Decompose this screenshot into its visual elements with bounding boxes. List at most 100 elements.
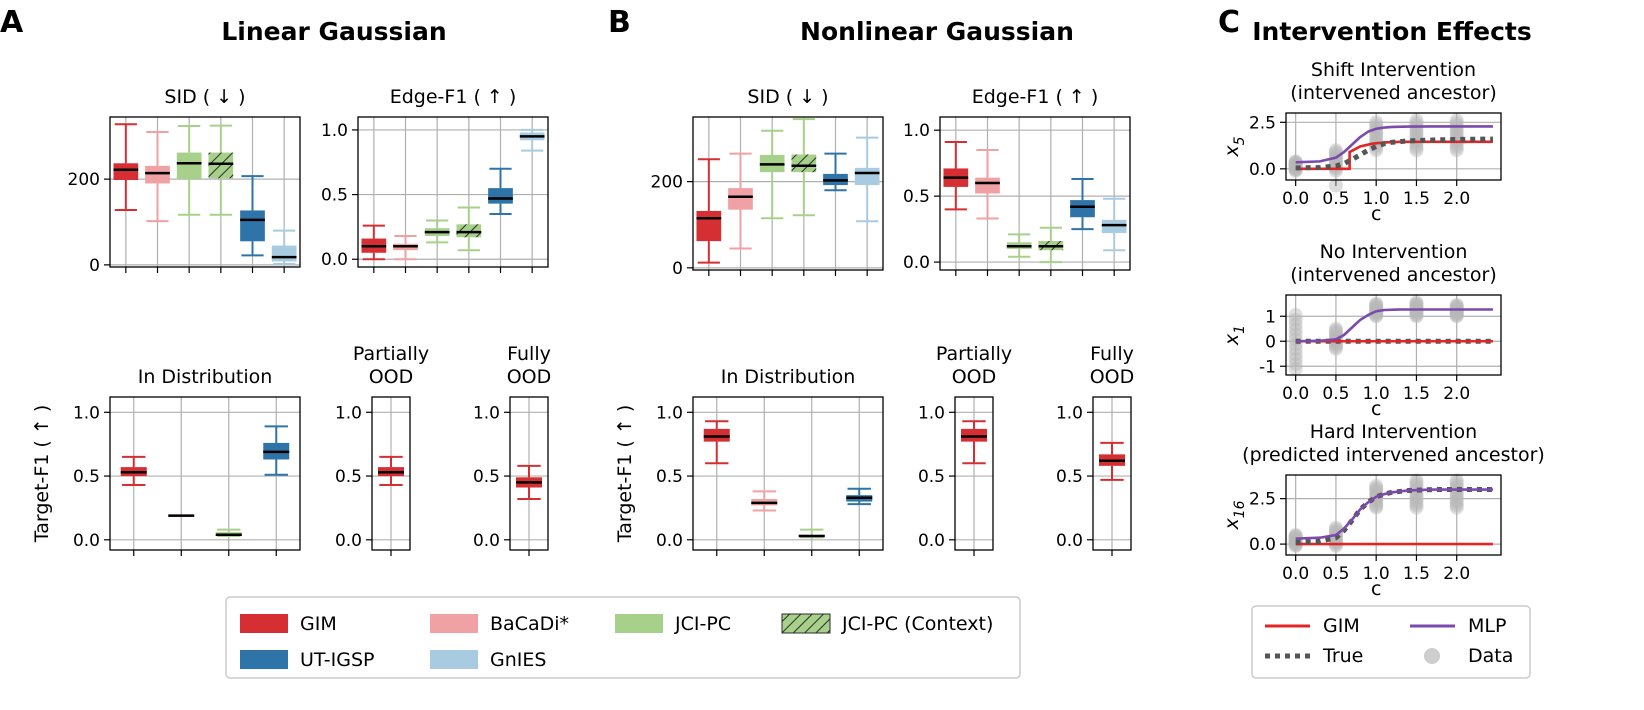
y-tick-label: 2.5 xyxy=(1249,113,1276,133)
y-tick-label: 1.0 xyxy=(473,403,500,423)
data-point xyxy=(1328,178,1343,193)
iqr-box xyxy=(176,152,202,180)
legend-label-gim: GIM xyxy=(300,613,337,635)
box-gim xyxy=(943,141,969,211)
y-tick-label: 1 xyxy=(1265,307,1276,327)
x-axis-label: c xyxy=(1371,578,1381,600)
iqr-box xyxy=(854,167,880,186)
y-axis-label-subscript: 1 xyxy=(1232,325,1248,334)
data-point xyxy=(1288,327,1303,342)
box-jci-pc xyxy=(424,219,450,244)
x-tick-label: 2.0 xyxy=(1443,384,1470,404)
iqr-box xyxy=(728,188,753,210)
data-point xyxy=(1369,498,1384,513)
axes-frame xyxy=(1285,294,1502,376)
data-point xyxy=(1409,121,1424,136)
data-point xyxy=(1409,304,1424,319)
axes-frame xyxy=(109,116,301,268)
y-tick-label: 0.0 xyxy=(1249,535,1276,555)
data-point xyxy=(1449,498,1464,513)
plot-title: Edge-F1 ( ↑ ) xyxy=(972,86,1099,108)
axes-frame xyxy=(1092,396,1132,551)
plot-title: Shift Intervention xyxy=(1311,59,1476,81)
iqr-box xyxy=(488,188,513,204)
box-gim xyxy=(1099,441,1125,481)
plot-title: OOD xyxy=(952,366,997,388)
y-tick-label: 0.5 xyxy=(335,467,362,487)
data-point xyxy=(1409,143,1424,158)
data-point xyxy=(1449,495,1464,510)
box-jci-pc-context xyxy=(456,206,482,252)
box-ut-igsp xyxy=(240,175,265,257)
box-ut-igsp xyxy=(823,152,848,192)
axes-frame xyxy=(692,116,884,271)
data-point xyxy=(1328,323,1343,338)
box-bacadi xyxy=(975,148,1000,220)
y-tick-label: 1.0 xyxy=(656,403,683,423)
box-bacadi xyxy=(168,514,195,518)
plot-title: In Distribution xyxy=(721,366,856,388)
data-point xyxy=(1409,300,1424,315)
box-gnies xyxy=(519,128,545,152)
plot-title: (intervened ancestor) xyxy=(1290,82,1496,104)
plot-title: Partially xyxy=(353,343,429,365)
y-axis-label-subscript: 5 xyxy=(1232,136,1248,145)
box-jci-pc xyxy=(176,125,202,216)
data-point xyxy=(1369,115,1384,130)
legend-effect-label-data: Data xyxy=(1468,645,1513,667)
plot-a-f1: Edge-F1 ( ↑ )0.00.51.0 xyxy=(321,86,549,273)
effects-legend: GIM MLP True Data xyxy=(1251,605,1531,679)
box-ut-igsp xyxy=(488,167,513,215)
box-gim xyxy=(113,123,139,211)
panel-letter-a: A xyxy=(0,5,24,40)
data-point xyxy=(1409,126,1424,141)
data-point xyxy=(1328,538,1343,553)
data-point xyxy=(1449,500,1464,515)
iqr-box xyxy=(1070,200,1095,218)
legend-label-gnies: GnIES xyxy=(490,649,546,671)
plot-title: Hard Intervention xyxy=(1310,421,1477,443)
data-point xyxy=(1288,308,1303,322)
x-tick-label: 1.0 xyxy=(1363,564,1390,584)
plot-title: Edge-F1 ( ↑ ) xyxy=(390,86,517,108)
legend-label-jcipc: JCI-PC xyxy=(674,613,731,635)
axes-frame xyxy=(1285,112,1502,181)
box-jci-pc-context xyxy=(1038,226,1064,264)
iqr-box xyxy=(975,177,1000,194)
data-point xyxy=(1369,297,1384,312)
box-gnies xyxy=(1101,197,1127,252)
data-point xyxy=(1369,480,1384,495)
y-axis-label-subscript: 16 xyxy=(1232,500,1248,518)
legend-swatch-gnies xyxy=(430,650,478,669)
section-title-b: Nonlinear Gaussian xyxy=(800,17,1074,46)
x-tick-label: 1.5 xyxy=(1403,384,1430,404)
legend-effect-label-true: True xyxy=(1322,645,1363,667)
y-tick-label: 2.5 xyxy=(1249,490,1276,510)
x-tick-label: 1.5 xyxy=(1403,189,1430,209)
y-tick-label: 1.0 xyxy=(321,121,348,141)
plot-title: OOD xyxy=(507,366,552,388)
data-point xyxy=(1409,296,1424,311)
y-tick-label: 0 xyxy=(672,259,683,279)
data-point xyxy=(1369,296,1384,311)
y-tick-label: 0.5 xyxy=(656,467,683,487)
y-axis-label-base: x xyxy=(1221,145,1243,158)
box-bacadi xyxy=(145,131,170,223)
y-tick-label: 0.5 xyxy=(473,467,500,487)
plot-title: (predicted intervened ancestor) xyxy=(1242,444,1545,466)
iqr-box xyxy=(696,210,722,242)
iqr-box xyxy=(113,163,139,180)
plot-title: (intervened ancestor) xyxy=(1290,264,1496,286)
data-point xyxy=(1409,475,1424,490)
box-bacadi xyxy=(393,234,418,261)
box-gim xyxy=(378,455,404,486)
legend-swatch-jcipc xyxy=(615,614,663,633)
y-tick-label: 0 xyxy=(89,256,100,276)
data-point xyxy=(1328,321,1343,336)
data-point xyxy=(1288,356,1303,371)
